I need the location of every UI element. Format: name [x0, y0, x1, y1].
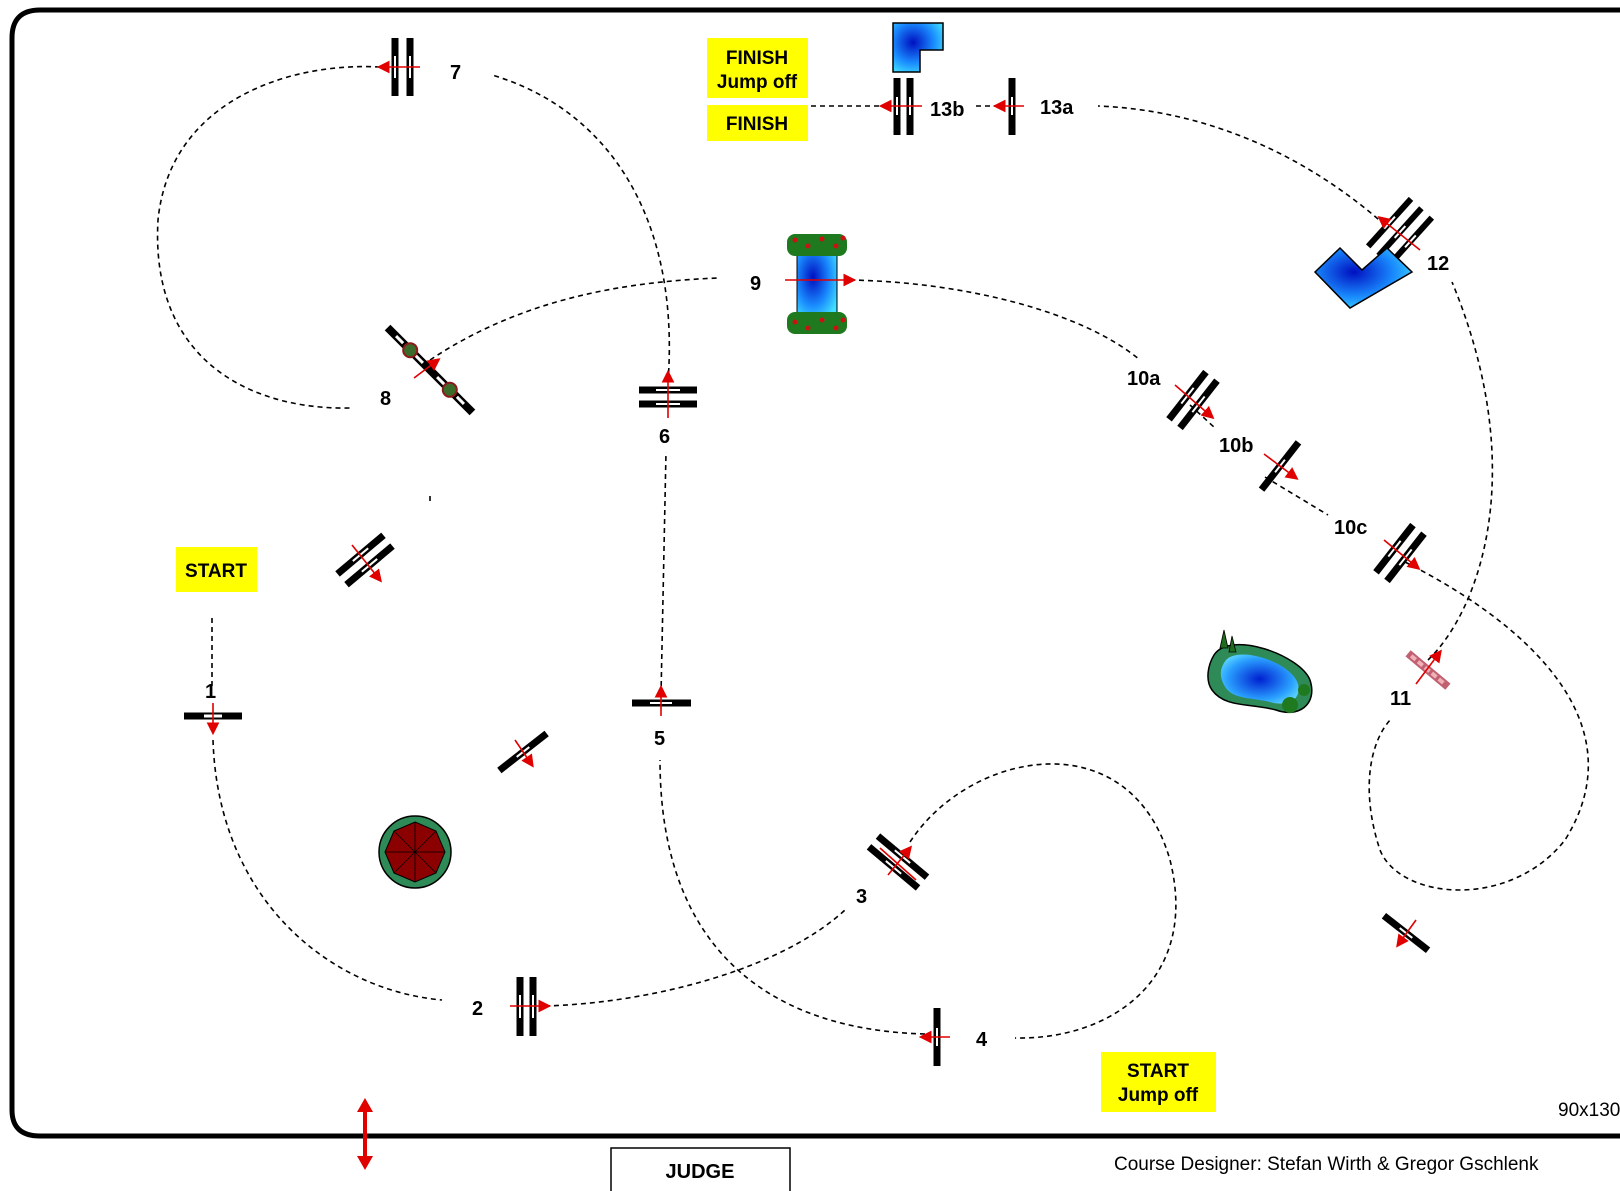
finish-sign: FINISH [707, 105, 808, 141]
label-10a: 10a [1127, 368, 1161, 390]
label-12: 12 [1427, 253, 1449, 275]
label-10c: 10c [1334, 517, 1367, 539]
obstacle-9-water [785, 234, 857, 334]
obstacle-11 [1405, 650, 1451, 690]
label-3: 3 [856, 886, 867, 908]
finish-label: FINISH [726, 114, 788, 135]
obstacle-8 [384, 324, 476, 416]
finish-jumpoff-line2: Jump off [717, 72, 798, 93]
course-designer: Course Designer: Stefan Wirth & Gregor G… [1114, 1154, 1539, 1175]
obstacle-labels: 1 2 3 4 5 6 7 8 9 10a 10b 10c 11 12 13a … [205, 62, 1449, 1051]
finish-jumpoff-sign: FINISH Jump off [707, 38, 808, 98]
water-decoration-top [892, 22, 944, 73]
start-jumpoff-line2: Jump off [1118, 1085, 1199, 1106]
course-track [156, 65, 1589, 1039]
start-jumpoff-line1: START [1127, 1061, 1189, 1082]
obstacle-5 [632, 684, 691, 716]
label-6: 6 [659, 426, 670, 448]
obstacle-13b [878, 78, 922, 135]
obstacle-13a [992, 78, 1024, 135]
obstacle-7 [376, 38, 420, 96]
label-8: 8 [380, 388, 391, 410]
label-1: 1 [205, 681, 216, 703]
entrance-arrow [357, 1098, 373, 1170]
pond [1207, 629, 1313, 714]
label-11: 11 [1390, 688, 1411, 710]
umbrella-decoration [378, 815, 452, 889]
label-13b: 13b [930, 99, 964, 121]
label-9: 9 [750, 273, 761, 295]
label-13a: 13a [1040, 97, 1074, 119]
arena-border [9, 7, 1620, 1139]
start-label: START [185, 561, 247, 582]
label-7: 7 [450, 62, 461, 84]
label-2: 2 [472, 998, 483, 1020]
judge-box: JUDGE [610, 1147, 791, 1191]
arena-size: 90x130 [1558, 1100, 1620, 1121]
label-10b: 10b [1219, 435, 1253, 457]
obstacle-4 [918, 1008, 950, 1066]
finish-jumpoff-line1: FINISH [726, 48, 788, 69]
obstacle-2 [510, 977, 552, 1036]
obstacle-6 [639, 369, 697, 418]
start-jumpoff-sign: START Jump off [1101, 1052, 1216, 1112]
judge-label: JUDGE [666, 1161, 735, 1183]
start-sign: START [176, 547, 257, 592]
water-decoration-12 [1313, 246, 1414, 309]
label-4: 4 [976, 1029, 988, 1051]
obstacle-1 [184, 703, 242, 736]
label-5: 5 [654, 728, 665, 750]
